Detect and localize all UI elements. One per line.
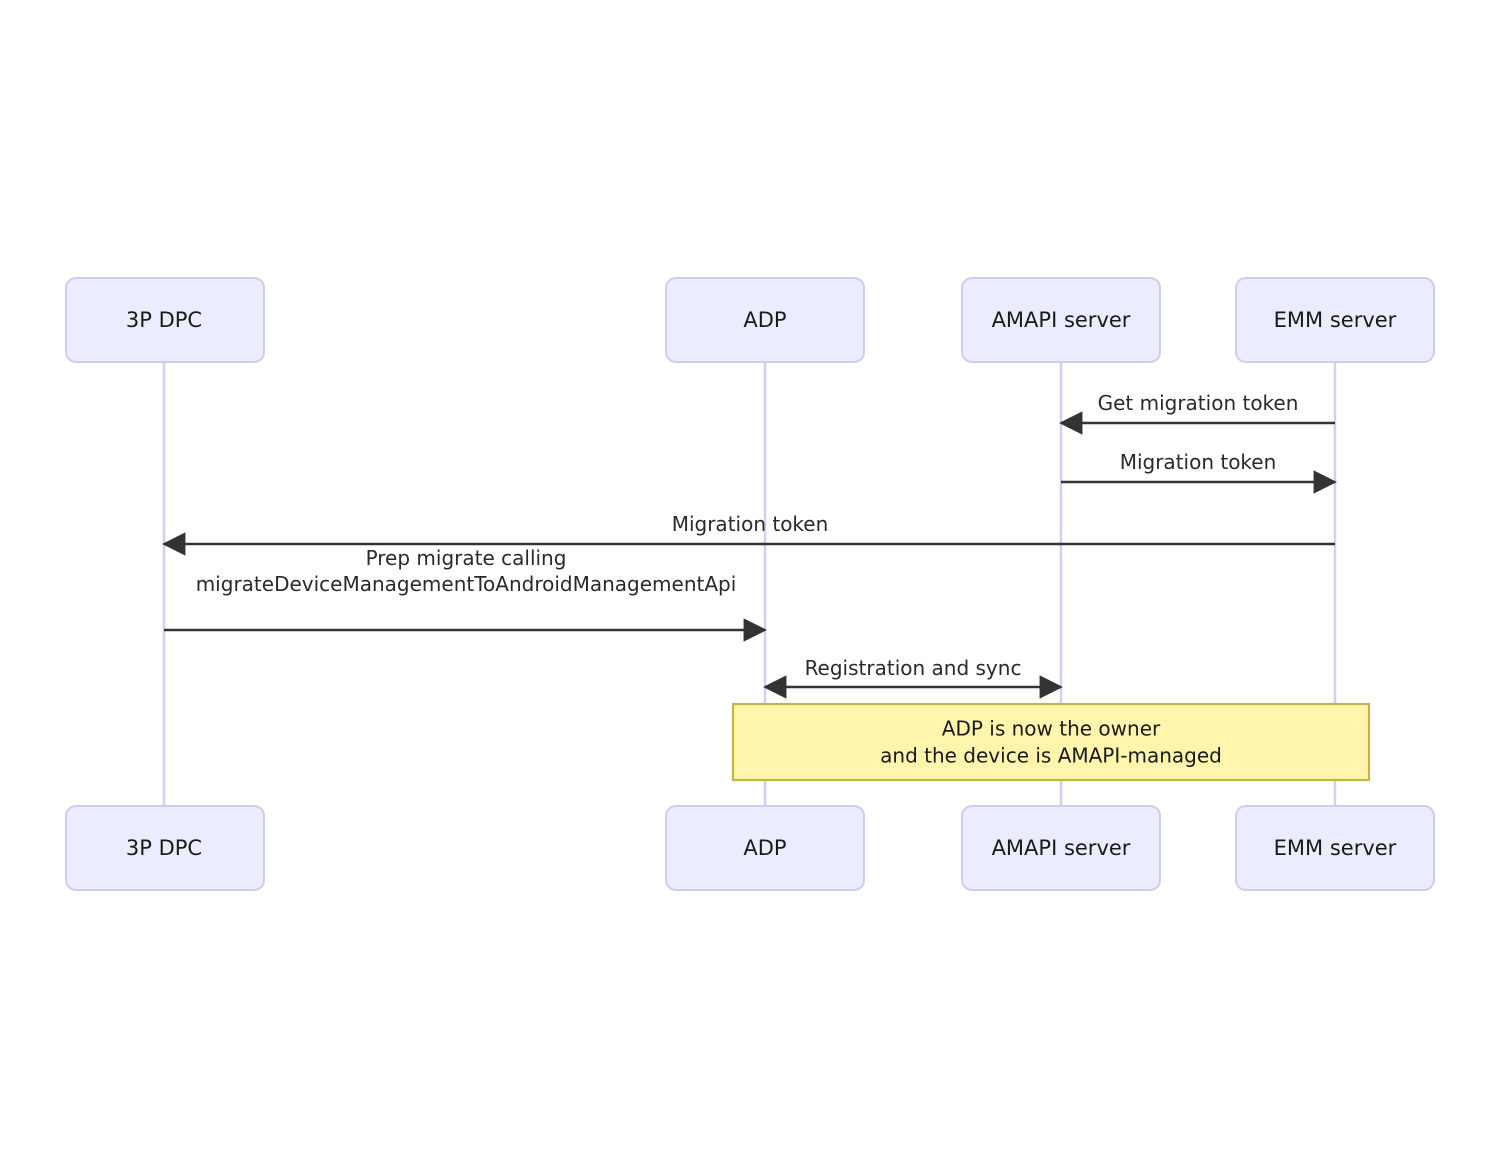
note-line: and the device is AMAPI-managed bbox=[880, 744, 1222, 768]
message-label: Registration and sync bbox=[805, 656, 1022, 680]
note-line: ADP is now the owner bbox=[942, 717, 1161, 741]
participant-adp-bottom[interactable]: ADP bbox=[665, 805, 865, 891]
participant-label: AMAPI server bbox=[992, 836, 1131, 860]
participant-emm-top[interactable]: EMM server bbox=[1235, 277, 1435, 363]
message-label: Migration token bbox=[672, 512, 829, 536]
participant-label: 3P DPC bbox=[126, 308, 202, 332]
participant-emm-bottom[interactable]: EMM server bbox=[1235, 805, 1435, 891]
notes-layer: ADP is now the owner and the device is AM… bbox=[731, 702, 1371, 782]
participant-label: AMAPI server bbox=[992, 308, 1131, 332]
participant-label: ADP bbox=[743, 308, 786, 332]
participant-adp-top[interactable]: ADP bbox=[665, 277, 865, 363]
participant-amapi-top[interactable]: AMAPI server bbox=[961, 277, 1161, 363]
participant-label: ADP bbox=[743, 836, 786, 860]
participant-amapi-bottom[interactable]: AMAPI server bbox=[961, 805, 1161, 891]
note-n1: ADP is now the owner and the device is AM… bbox=[731, 702, 1371, 782]
participant-label: EMM server bbox=[1274, 836, 1397, 860]
message-label: Prep migrate calling bbox=[366, 546, 567, 570]
message-m1: Get migration token bbox=[1059, 391, 1335, 435]
participant-dpc-top[interactable]: 3P DPC bbox=[65, 277, 265, 363]
message-m3: Migration token bbox=[162, 512, 1335, 556]
message-m4: Prep migrate callingmigrateDeviceManagem… bbox=[164, 546, 767, 642]
participant-label: EMM server bbox=[1274, 308, 1397, 332]
participant-label: 3P DPC bbox=[126, 836, 202, 860]
message-m5: Registration and sync bbox=[763, 656, 1063, 699]
message-label: migrateDeviceManagementToAndroidManageme… bbox=[196, 572, 737, 596]
message-label: Get migration token bbox=[1098, 391, 1299, 415]
participant-dpc-bottom[interactable]: 3P DPC bbox=[65, 805, 265, 891]
message-m2: Migration token bbox=[1061, 450, 1337, 494]
message-label: Migration token bbox=[1120, 450, 1277, 474]
